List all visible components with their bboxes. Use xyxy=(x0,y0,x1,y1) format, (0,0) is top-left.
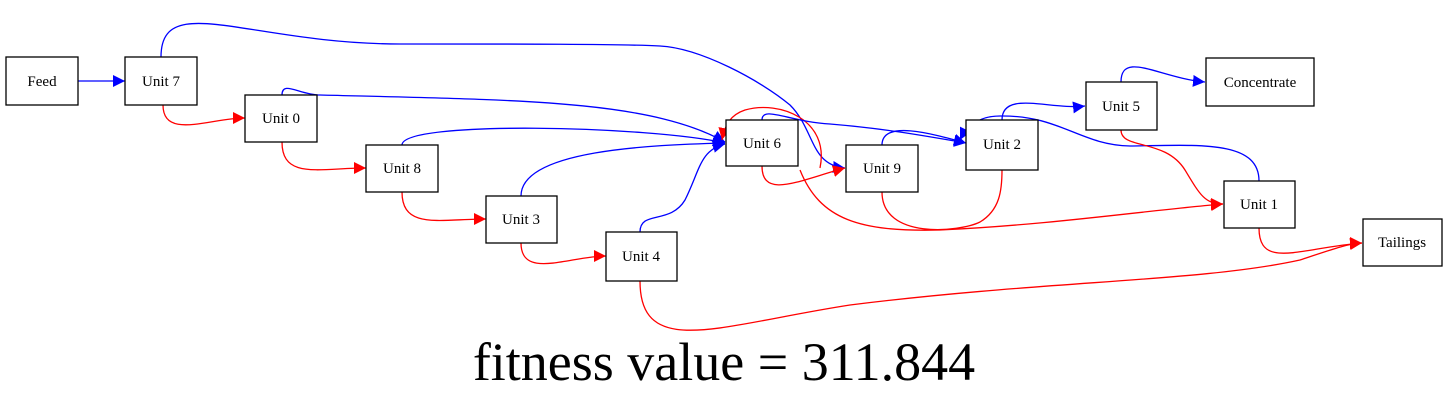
node-unit9-label: Unit 9 xyxy=(863,161,901,177)
edge-unit0-to-unit8 xyxy=(281,141,367,175)
edge-unit8-to-unit6 xyxy=(401,127,726,147)
node-unit6[interactable]: Unit 6 xyxy=(725,119,799,167)
node-concentrate-label: Concentrate xyxy=(1224,75,1297,91)
node-feed[interactable]: Feed xyxy=(5,56,79,106)
edge-unit3-to-unit4 xyxy=(520,242,607,265)
edge-unit9-to-unit2 xyxy=(881,129,967,146)
node-unit7-label: Unit 7 xyxy=(142,74,180,90)
edge-unit6-to-unit2 xyxy=(761,113,967,147)
nodes: Feed Unit 7 Unit 0 Unit 8 Unit 3 Unit 4 … xyxy=(5,56,1443,282)
node-unit4-label: Unit 4 xyxy=(622,249,660,265)
node-unit2-label: Unit 2 xyxy=(983,137,1021,153)
node-unit0-label: Unit 0 xyxy=(262,111,300,127)
node-concentrate[interactable]: Concentrate xyxy=(1205,57,1315,107)
node-unit6-label: Unit 6 xyxy=(743,136,781,152)
node-unit9[interactable]: Unit 9 xyxy=(845,144,919,193)
node-unit4[interactable]: Unit 4 xyxy=(605,231,678,282)
node-unit3[interactable]: Unit 3 xyxy=(485,195,558,244)
node-tailings-label: Tailings xyxy=(1378,235,1426,251)
edge-unit9-to-unit2-return xyxy=(881,169,1003,231)
node-unit1-label: Unit 1 xyxy=(1240,197,1278,213)
node-feed-label: Feed xyxy=(27,74,57,90)
edge-unit4-to-tailings xyxy=(639,237,1363,331)
fitness-caption: fitness value = 311.844 xyxy=(473,332,975,392)
edge-unit5-to-concentrate xyxy=(1120,66,1206,87)
edge-unit5-to-unit1 xyxy=(1120,129,1224,210)
node-unit3-label: Unit 3 xyxy=(502,212,540,228)
edge-unit0-to-unit6 xyxy=(281,87,726,143)
edges xyxy=(78,22,1363,331)
edge-unit3-to-unit6 xyxy=(520,137,726,197)
edge-unit1-to-unit2 xyxy=(959,115,1260,182)
node-unit7[interactable]: Unit 7 xyxy=(124,56,198,106)
edge-unit7-to-unit9 xyxy=(160,22,846,173)
edge-unit1-to-tailings xyxy=(1258,227,1363,254)
edge-unit7-to-unit0 xyxy=(162,104,246,126)
node-unit5-label: Unit 5 xyxy=(1102,99,1140,115)
edge-unit6-to-unit9 xyxy=(761,165,846,186)
node-tailings[interactable]: Tailings xyxy=(1362,218,1443,267)
edge-unit4-to-unit6 xyxy=(639,140,726,233)
edge-unit8-to-unit3 xyxy=(401,191,487,226)
node-unit5[interactable]: Unit 5 xyxy=(1085,81,1158,131)
node-unit1[interactable]: Unit 1 xyxy=(1223,180,1296,229)
node-unit8-label: Unit 8 xyxy=(383,161,421,177)
edge-unit2-to-unit5 xyxy=(1001,101,1086,121)
node-unit0[interactable]: Unit 0 xyxy=(244,94,318,143)
node-unit2[interactable]: Unit 2 xyxy=(965,119,1039,171)
node-unit8[interactable]: Unit 8 xyxy=(365,144,439,193)
